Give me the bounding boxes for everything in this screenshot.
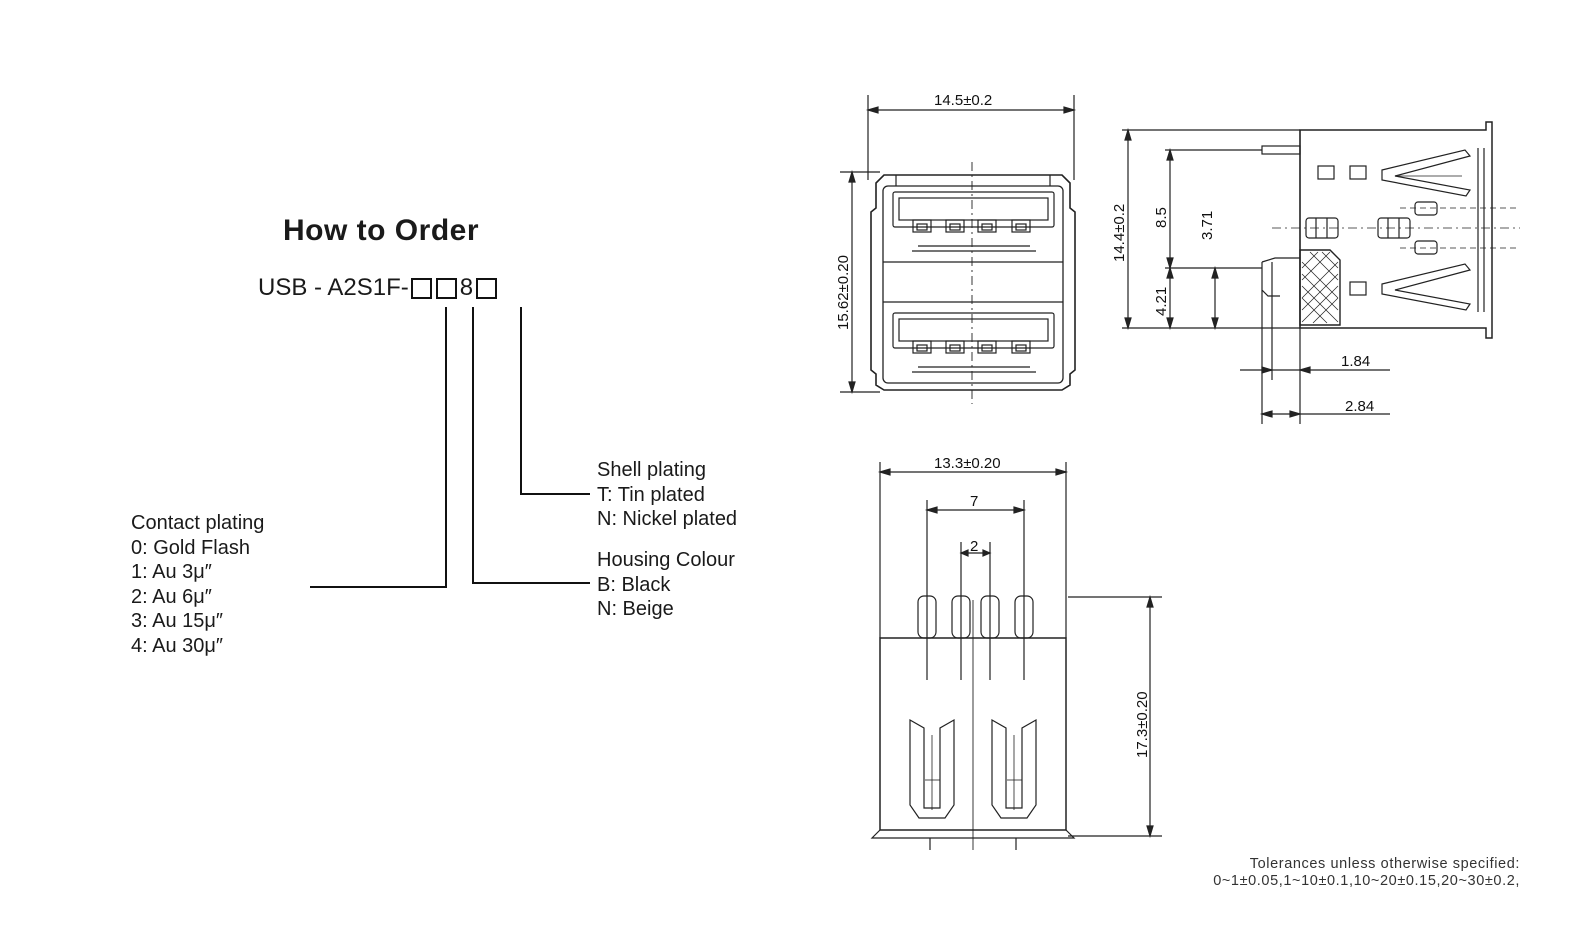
- shell-plating-option: T: Tin plated: [597, 483, 705, 506]
- shell-plating-legend: Shell plating T: Tin plated N: Nickel pl…: [597, 458, 737, 532]
- tolerance-values: 0~1±0.05,1~10±0.1,10~20±0.15,20~30±0.2,: [1213, 873, 1520, 889]
- leader-lines: [310, 307, 590, 588]
- contact-plating-option: 4: Au 30μ″: [131, 634, 224, 657]
- housing-colour-option: N: Beige: [597, 598, 674, 620]
- contact-plating-option: 1: Au 3μ″: [131, 561, 212, 583]
- tolerance-heading: Tolerances unless otherwise specified:: [1249, 856, 1520, 872]
- slot-contact-plating: [410, 277, 432, 299]
- part-prefix: USB - A2S1F-: [258, 274, 409, 301]
- contact-plating-option: 2: Au 6μ″: [131, 585, 212, 608]
- housing-colour-option: B: Black: [597, 573, 671, 596]
- dim-side-offset-a: 1.84: [1341, 353, 1370, 370]
- order-title: How to Order: [283, 214, 480, 247]
- bottom-view: [870, 462, 1162, 850]
- dim-side-upper: 8.5: [1153, 207, 1170, 228]
- leader-housing-colour: [472, 307, 590, 584]
- side-view: [1122, 121, 1520, 424]
- lower-contacts: [912, 340, 1031, 354]
- upper-contacts: [912, 219, 1031, 233]
- dim-front-height: 15.62±0.20: [835, 255, 852, 330]
- part-fixed-digit: 8: [459, 274, 474, 301]
- dim-side-pin: 3.71: [1199, 211, 1216, 240]
- slot-housing-colour: [435, 277, 457, 299]
- contact-plating-heading: Contact plating: [131, 512, 265, 534]
- dim-front-width: 14.5±0.2: [934, 92, 992, 109]
- housing-colour-legend: Housing Colour B: Black N: Beige: [597, 548, 735, 622]
- shell-plating-option: N: Nickel plated: [597, 508, 738, 530]
- dim-bottom-depth: 17.3±0.20: [1134, 691, 1151, 758]
- front-view: [840, 95, 1077, 404]
- dimension-labels: 14.5±0.2 15.62±0.20 14.4±0.2 8.5 3.71 4.…: [835, 92, 1374, 758]
- dim-bottom-width: 13.3±0.20: [934, 455, 1001, 472]
- leader-contact-plating: [310, 307, 447, 588]
- housing-colour-heading: Housing Colour: [597, 549, 735, 571]
- dim-pin-pitch: 2: [970, 538, 978, 555]
- contact-plating-legend: Contact plating 0: Gold Flash 1: Au 3μ″ …: [131, 511, 264, 658]
- dim-side-lower: 4.21: [1153, 287, 1170, 316]
- dim-pin-span: 7: [970, 493, 978, 510]
- dim-side-offset-b: 2.84: [1345, 398, 1374, 415]
- shell-plating-heading: Shell plating: [597, 459, 706, 481]
- contact-plating-option: 0: Gold Flash: [131, 536, 250, 559]
- leader-shell-plating: [520, 307, 590, 495]
- slot-shell-plating: [476, 277, 498, 299]
- part-number: USB - A2S1F- 8: [258, 274, 499, 302]
- tolerance-note: Tolerances unless otherwise specified: 0…: [1213, 856, 1520, 890]
- contact-plating-option: 3: Au 15μ″: [131, 610, 224, 632]
- dim-side-height: 14.4±0.2: [1111, 204, 1128, 262]
